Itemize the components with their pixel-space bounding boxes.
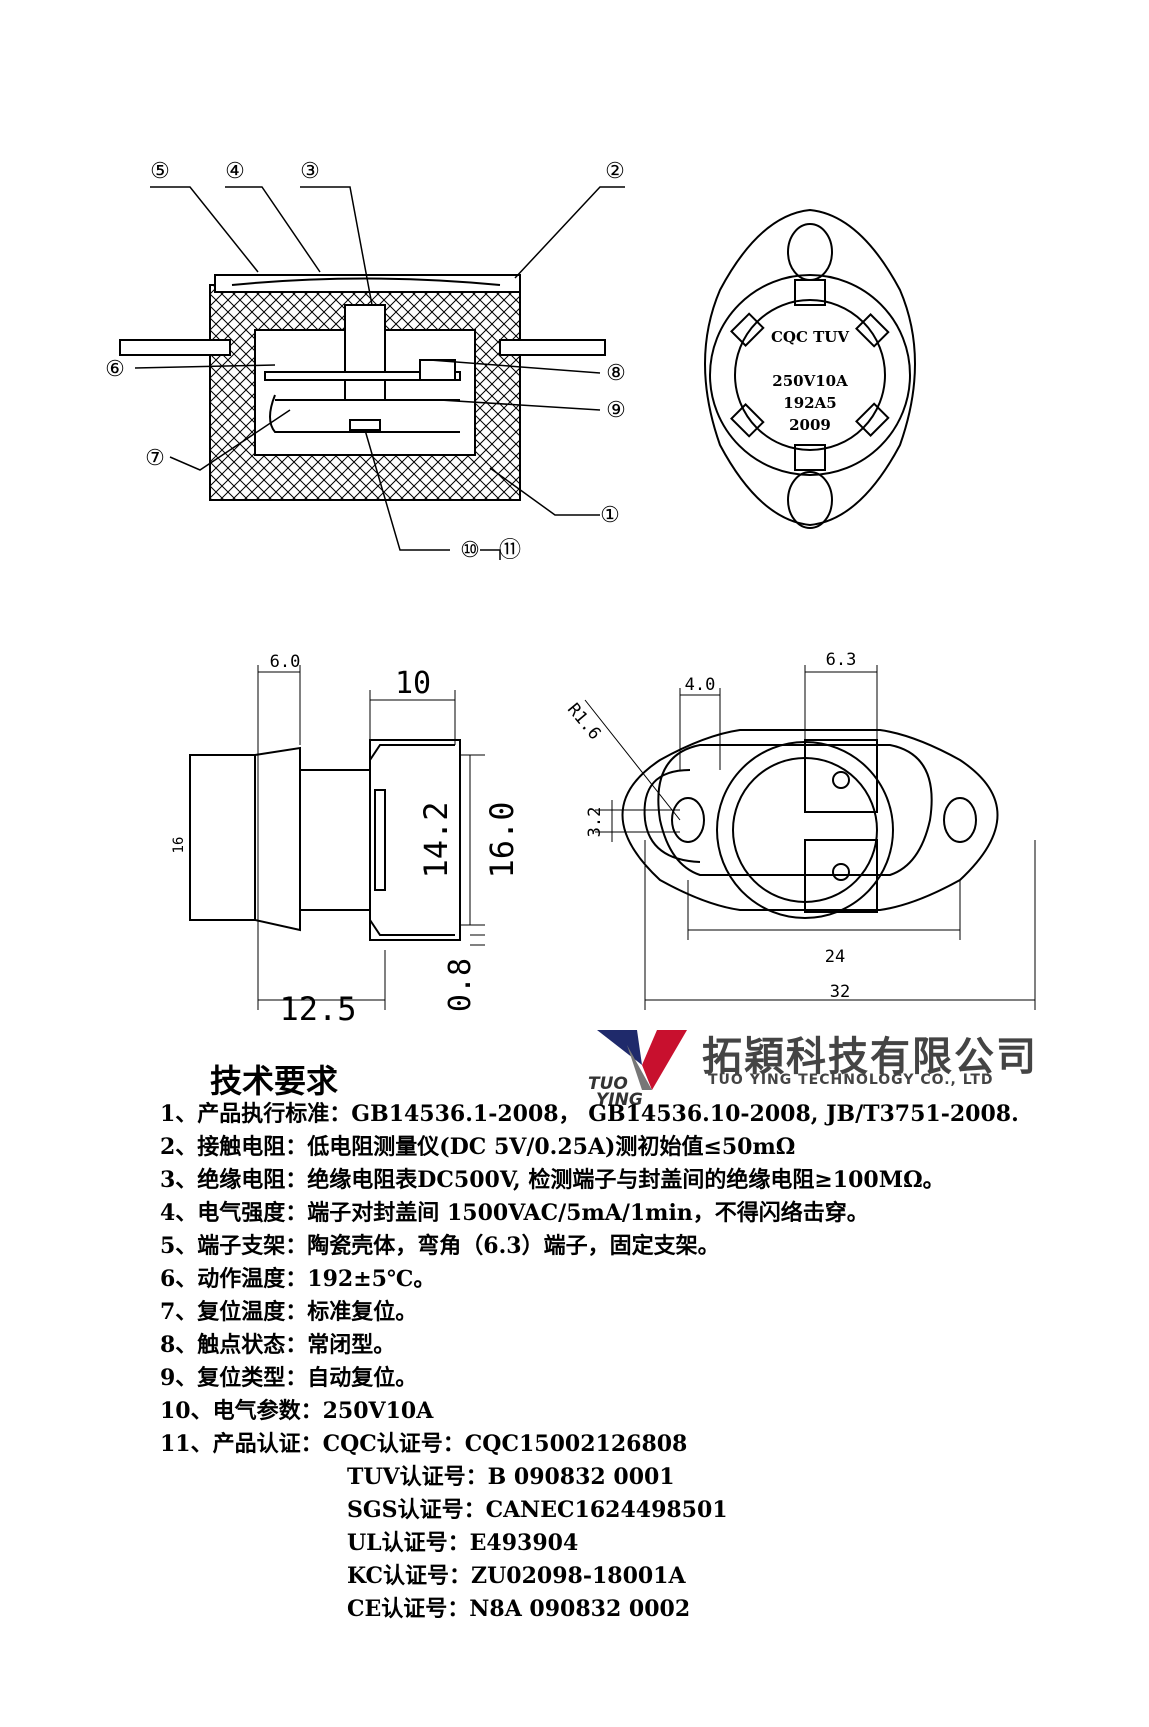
svg-text:2009: 2009	[789, 416, 831, 434]
section-view	[119, 186, 625, 560]
svg-text:16.0: 16.0	[483, 801, 521, 878]
svg-text:192A5: 192A5	[783, 394, 836, 412]
bottom-view-dimensions: 6.3 4.0 R1.6 3.2 24 32	[563, 650, 856, 1002]
callout-10: ⑩	[460, 538, 480, 563]
callout-5: ⑤	[150, 159, 170, 184]
spec-list: 1、产品执行标准：GB14536.1-2008， GB14536.10-2008…	[160, 1098, 1019, 1626]
bottom-view	[584, 665, 1036, 1010]
svg-text:4.0: 4.0	[685, 675, 716, 695]
spec-item: 8、触点状态：常闭型。	[160, 1332, 396, 1358]
callout-labels: ⑤ ④ ③ ② ⑥ ⑧ ⑨ ⑦ ① ⑩ ⑪	[105, 159, 626, 563]
svg-text:14.2: 14.2	[417, 801, 455, 878]
spec-item: 1、产品执行标准：GB14536.1-2008， GB14536.10-2008…	[160, 1101, 1019, 1127]
callout-9: ⑨	[606, 398, 626, 423]
callout-8: ⑧	[606, 361, 626, 386]
svg-text:32: 32	[830, 982, 850, 1002]
callout-1: ①	[600, 503, 620, 528]
cert-item: UL认证号：E493904	[347, 1530, 579, 1556]
svg-text:CQC TUV: CQC TUV	[771, 328, 849, 346]
top-view-marking: CQC TUV 250V10A 192A5 2009	[771, 328, 849, 434]
callout-11: ⑪	[499, 538, 521, 563]
spec-item: 5、端子支架：陶瓷壳体，弯角（6.3）端子，固定支架。	[160, 1233, 720, 1259]
svg-text:6.3: 6.3	[826, 650, 857, 670]
spec-item: 2、接触电阻：低电阻测量仪(DC 5V/0.25A)测初始值≤50mΩ	[160, 1134, 796, 1160]
spec-item: 11、产品认证：CQC认证号：CQC15002126808	[160, 1431, 688, 1457]
svg-text:16: 16	[171, 837, 187, 854]
cert-item: CE认证号：N8A 090832 0002	[347, 1596, 691, 1622]
callout-7: ⑦	[145, 446, 165, 471]
spec-item: 10、电气参数：250V10A	[160, 1398, 434, 1424]
svg-text:R1.6: R1.6	[563, 700, 605, 744]
cert-item: SGS认证号：CANEC1624498501	[347, 1497, 728, 1523]
spec-title: 技术要求	[210, 1062, 339, 1100]
company-logo: TUO YING 拓穎科技有限公司 TUO YING TECHNOLOGY CO…	[588, 1020, 1042, 1110]
spec-item: 6、动作温度：192±5℃。	[160, 1266, 436, 1292]
cert-item: KC认证号：ZU02098-18001A	[347, 1563, 686, 1589]
callout-4: ④	[225, 159, 245, 184]
svg-text:10: 10	[395, 666, 431, 701]
spec-item: 7、复位温度：标准复位。	[160, 1299, 418, 1325]
logo-mark	[597, 1030, 687, 1090]
cert-item: TUV认证号：B 090832 0001	[347, 1464, 675, 1490]
svg-text:0.8: 0.8	[443, 958, 478, 1012]
callout-6: ⑥	[105, 357, 125, 382]
svg-text:250V10A: 250V10A	[772, 372, 848, 390]
svg-text:3.2: 3.2	[585, 807, 605, 838]
svg-text:6.0: 6.0	[270, 652, 301, 672]
top-view	[704, 208, 916, 529]
callout-3: ③	[300, 159, 320, 184]
side-view-dimensions: 6.0 10 16 14.2 16.0 12.5 0.8	[171, 652, 521, 1028]
spec-item: 4、电气强度：端子对封盖间 1500VAC/5mA/1min，不得闪络击穿。	[160, 1200, 869, 1226]
svg-text:24: 24	[825, 947, 845, 967]
company-name-cn: 拓穎科技有限公司	[702, 1034, 1038, 1080]
callout-2: ②	[605, 159, 625, 184]
spec-item: 3、绝缘电阻：绝缘电阻表DC500V, 检测端子与封盖间的绝缘电阻≥100MΩ。	[160, 1167, 945, 1193]
brand-wordmark: TUO YING	[588, 1074, 643, 1110]
side-view	[189, 665, 485, 1010]
company-name-en: TUO YING TECHNOLOGY CO., LTD	[708, 1072, 994, 1088]
spec-item: 9、复位类型：自动复位。	[160, 1365, 418, 1391]
svg-text:12.5: 12.5	[279, 990, 356, 1028]
